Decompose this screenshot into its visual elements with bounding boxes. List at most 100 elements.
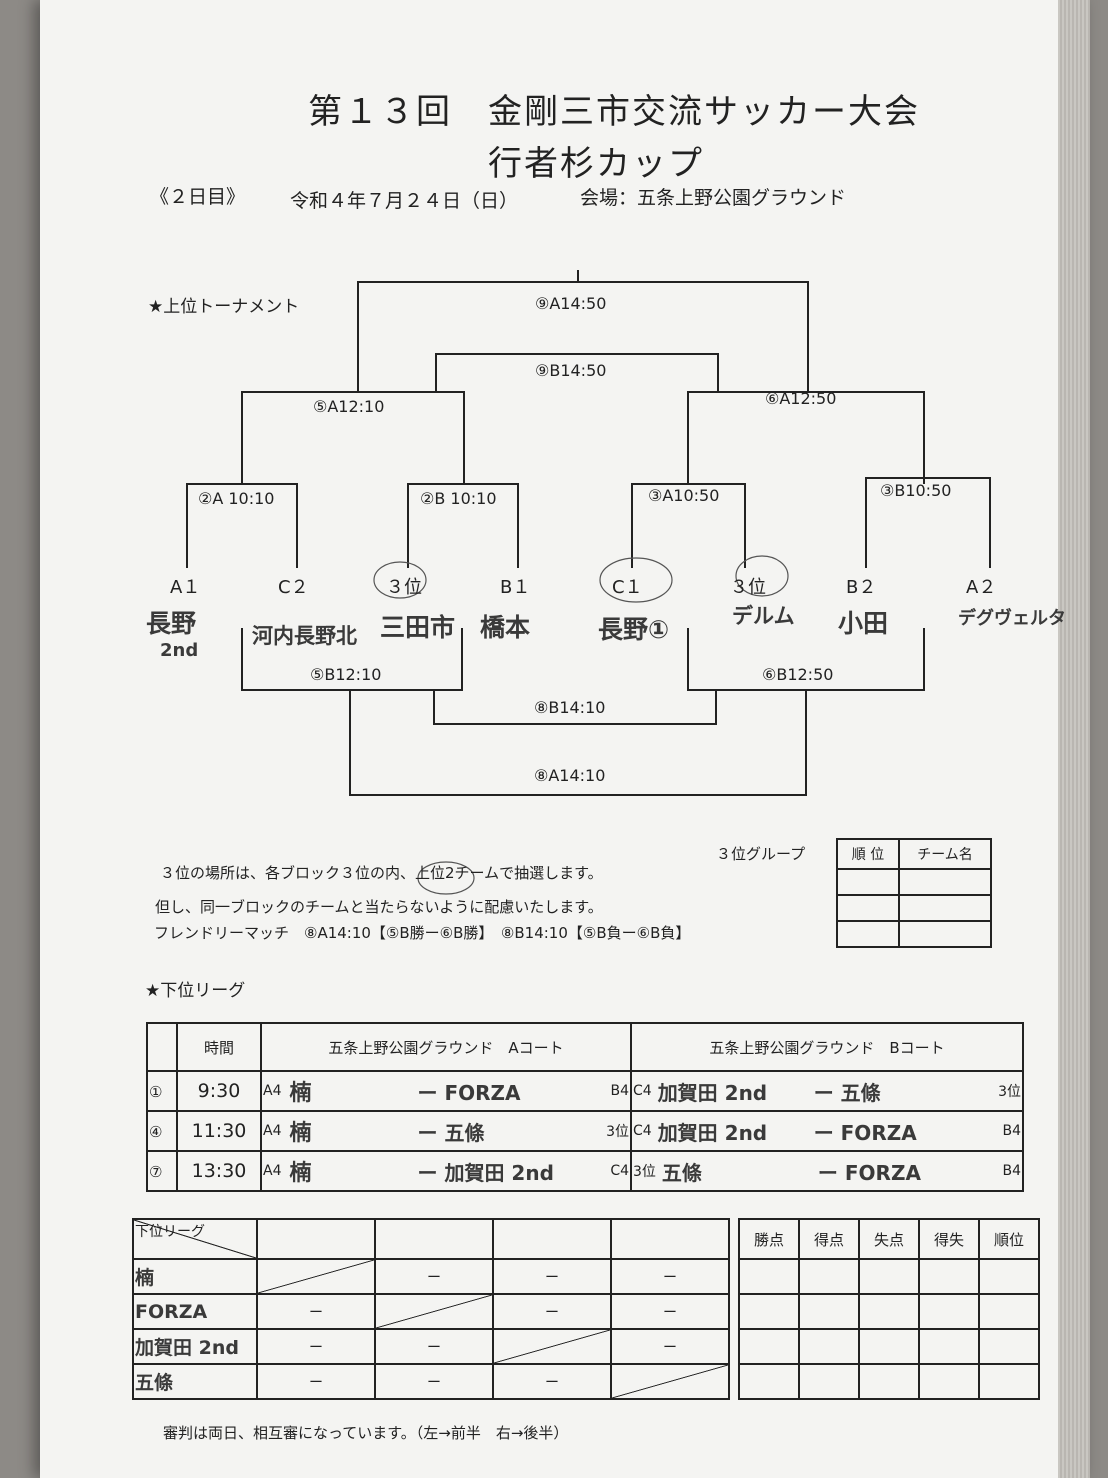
- league-corner-label: 下位リーグ: [135, 1224, 205, 1240]
- league-dash: ー: [663, 1339, 677, 1356]
- league-row: 楠ーーー: [132, 1258, 1040, 1295]
- league-stat-header: 得点: [813, 1230, 844, 1249]
- slot-team-4: 橋本: [480, 613, 531, 642]
- slot-seed-6: ３位: [730, 577, 766, 598]
- league-gap: [728, 1219, 740, 1259]
- court-b-team-1: 五條: [661, 1160, 702, 1185]
- upper-heading: ★上位トーナメント: [148, 297, 300, 317]
- league-stat-cell: [738, 1293, 800, 1330]
- match-3a: ③A10:50: [648, 486, 720, 505]
- league-diagonal-cell: [374, 1293, 494, 1330]
- third-cell: [836, 868, 900, 896]
- league-result-cell: ー: [256, 1293, 376, 1330]
- court-a-left-code: A4: [263, 1083, 282, 1099]
- page-subtitle: 行者杉カップ: [488, 144, 704, 184]
- league-dash: ー: [427, 1374, 441, 1391]
- court-b-left-code: C4: [633, 1083, 652, 1099]
- court-b-team-1: 加賀田 2nd: [657, 1080, 768, 1105]
- league-dash: ー: [545, 1374, 559, 1391]
- league-dash: ー: [663, 1304, 677, 1321]
- line-r1-d: [865, 477, 991, 568]
- league-team-col: [256, 1218, 376, 1260]
- league-result-cell: ー: [492, 1293, 612, 1330]
- league-result-cell: ー: [492, 1258, 612, 1295]
- circle-mark-4: [417, 861, 475, 895]
- league-stat-header: 失点: [873, 1230, 904, 1249]
- league-stat-cell: [798, 1363, 860, 1400]
- third-col-team: チーム名: [898, 838, 992, 870]
- slot-team-2: 河内長野北: [252, 624, 357, 648]
- league-stat-cell: [798, 1293, 860, 1330]
- league-dash: ー: [427, 1269, 441, 1286]
- match-2a: ②A 10:10: [198, 489, 275, 508]
- footer-note: 審判は両日、相互審になっています。（左→前半 右→後半）: [163, 1424, 569, 1442]
- league-dash: ー: [427, 1339, 441, 1356]
- league-result-cell: ー: [256, 1328, 376, 1365]
- slot-team-1: 長野: [146, 609, 197, 638]
- court-a-team-1: 楠: [289, 1161, 312, 1186]
- third-cell: [836, 920, 900, 948]
- line-semi-right: [687, 391, 925, 484]
- court-b-team-2: ー 五條: [813, 1080, 881, 1105]
- league-stat-cell: [798, 1258, 860, 1295]
- court-b-team-2: ー FORZA: [813, 1120, 917, 1145]
- league-stat-cell: [858, 1293, 920, 1330]
- match-5b: ⑤B12:10: [310, 665, 382, 684]
- court-b-team-1: 加賀田 2nd: [657, 1120, 768, 1145]
- league-gap: [728, 1329, 740, 1364]
- court-a-team-1: 楠: [289, 1121, 312, 1146]
- slot-seed-7: B２: [846, 577, 877, 598]
- match-time: 9:30: [197, 1080, 241, 1102]
- league-stat-cell: [738, 1328, 800, 1365]
- match-time: 13:30: [191, 1160, 247, 1182]
- league-team-col: [374, 1218, 494, 1260]
- league-stat-cell: [738, 1363, 800, 1400]
- lower-heading: ★下位リーグ: [145, 981, 246, 1001]
- league-dash: ー: [545, 1304, 559, 1321]
- court-a-left-code: A4: [263, 1123, 282, 1139]
- league-result-cell: ー: [610, 1293, 730, 1330]
- league-stat-header: 得失: [933, 1230, 964, 1249]
- league-stat-cell: [918, 1293, 980, 1330]
- league-stat-cell: [738, 1258, 800, 1295]
- league-team-col: [610, 1218, 730, 1260]
- league-stat-cell: [918, 1258, 980, 1295]
- line-8b: [433, 690, 717, 725]
- league-dash: ー: [309, 1339, 323, 1356]
- league-result-cell: ー: [374, 1328, 494, 1365]
- court-a-team-2: ー FORZA: [417, 1080, 521, 1105]
- third-cell: [898, 894, 992, 922]
- venue-label: 会場：五条上野公園グラウンド: [580, 187, 847, 209]
- match-time: 11:30: [191, 1120, 247, 1142]
- league-result-cell: ー: [492, 1363, 612, 1400]
- match-9b: ⑨B14:50: [535, 361, 607, 380]
- league-team-col: [492, 1218, 612, 1260]
- schedule-col-time: 時間: [176, 1022, 262, 1072]
- league-diagonal-cell: [492, 1328, 612, 1365]
- page-title: 第１３回 金剛三市交流サッカー大会: [308, 92, 920, 132]
- line-5b: [241, 628, 463, 691]
- court-b-right-code: B4: [1002, 1123, 1021, 1139]
- league-dash: ー: [545, 1269, 559, 1286]
- court-a-right-code: 3位: [606, 1124, 629, 1140]
- court-a-right-code: B4: [610, 1083, 629, 1099]
- league-gap: [728, 1294, 740, 1329]
- note-line-3: フレンドリーマッチ ⑧A14:10【⑤B勝ー⑥B勝】 ⑧B14:10【⑤B負ー⑥…: [154, 924, 691, 942]
- league-diagonal-cell: [610, 1363, 730, 1400]
- line-r1-a: [186, 483, 298, 568]
- slot-seed-8: A２: [966, 577, 997, 598]
- league-stat-cell: [978, 1363, 1040, 1400]
- court-b-header: 五条上野公園グラウンド Bコート: [630, 1022, 1024, 1072]
- third-cell: [836, 894, 900, 922]
- league-stat-cell: [918, 1328, 980, 1365]
- third-group-table: 順 位 チーム名: [836, 838, 992, 948]
- league-stat-cell: [858, 1363, 920, 1400]
- slot-seed-3: ３位: [386, 577, 422, 598]
- league-diagonal-cell: [256, 1258, 376, 1295]
- court-b-left-code: 3位: [633, 1164, 656, 1180]
- league-row: 五條ーーー: [132, 1363, 1040, 1400]
- match-6a: ⑥A12:50: [765, 389, 837, 408]
